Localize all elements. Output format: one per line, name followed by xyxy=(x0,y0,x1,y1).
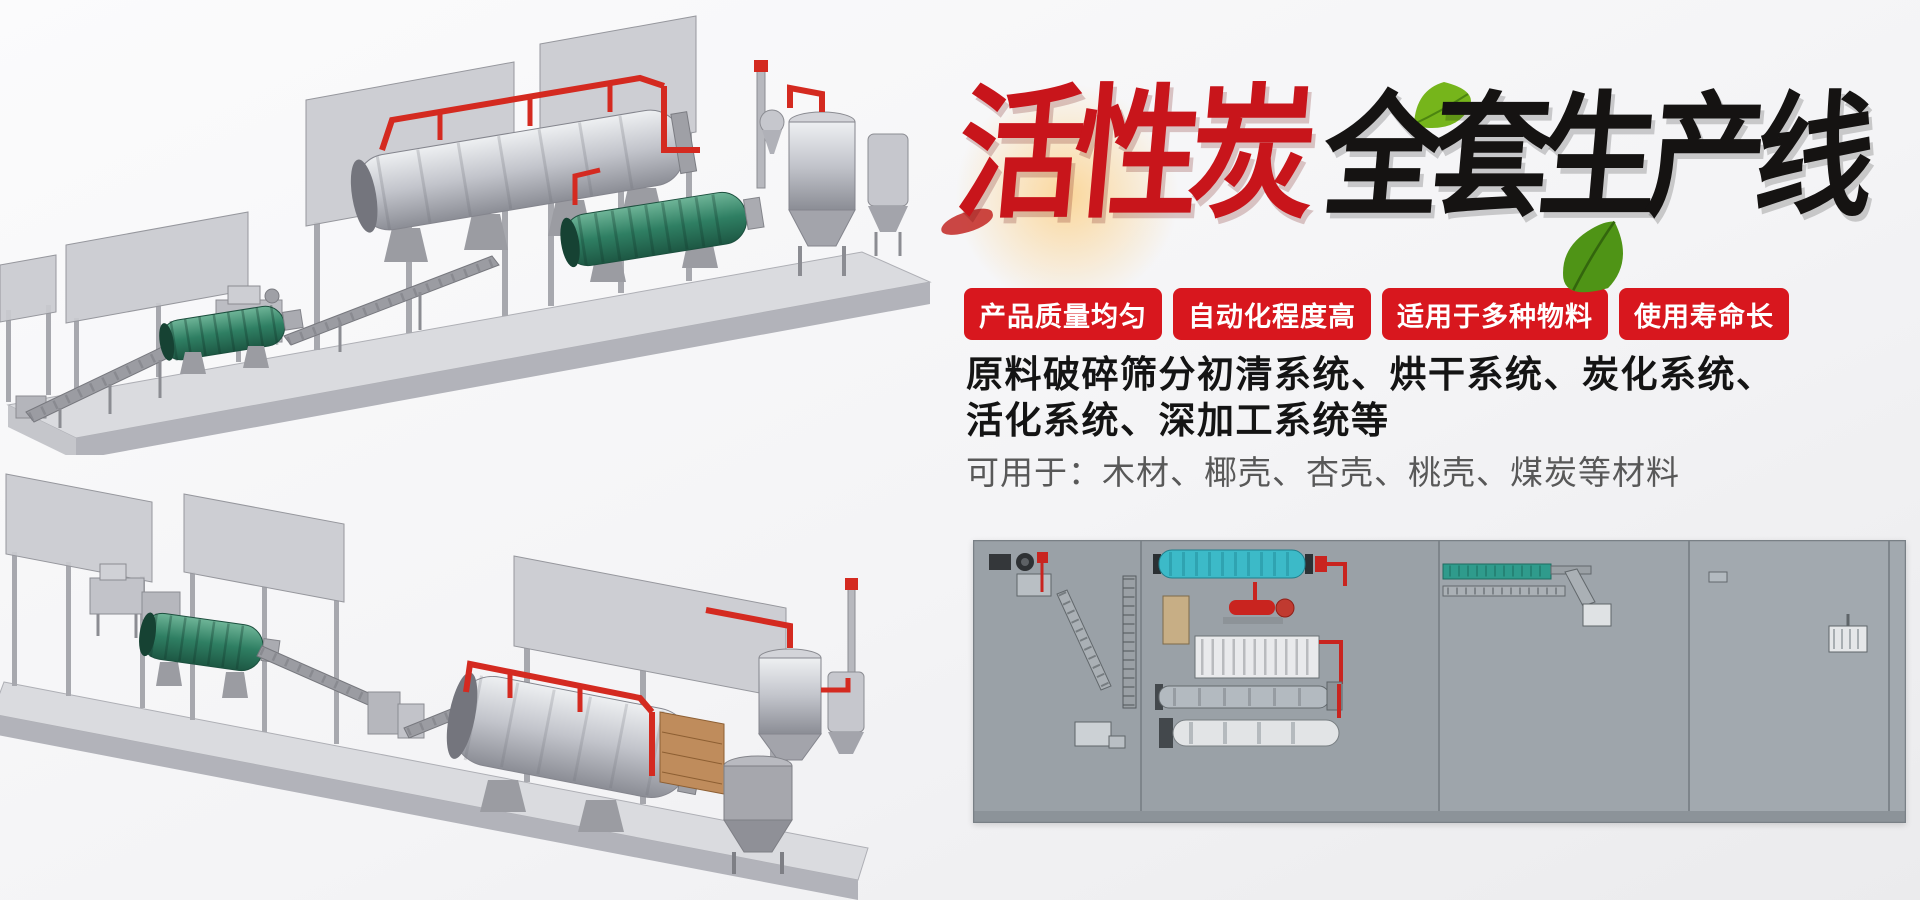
furnace-assembly xyxy=(754,60,909,276)
transfer-conveyor xyxy=(283,255,500,352)
title-black-text: 全套生产线 xyxy=(1317,82,1871,234)
render-3d-top xyxy=(0,15,932,455)
cooling-drum xyxy=(560,167,765,282)
schematic-elevator xyxy=(1122,575,1137,709)
rotary-drum-green xyxy=(139,612,281,698)
feed-hoppers xyxy=(89,563,181,638)
title-red-text: 活性炭 xyxy=(951,74,1314,235)
badge-automation: 自动化程度高 xyxy=(1173,288,1371,340)
feature-badges: 产品质量均匀 自动化程度高 适用于多种物料 使用寿命长 xyxy=(964,288,1789,340)
platform-slab xyxy=(0,681,869,900)
page-title: 活性炭全套生产线 xyxy=(912,40,1878,350)
description-line-1: 原料破碎筛分初清系统、烘干系统、炭化系统、 xyxy=(966,354,1775,395)
rotary-drum-green xyxy=(159,304,304,374)
red-piping xyxy=(463,660,655,776)
schematic-layout xyxy=(973,540,1906,823)
schematic-dryer-area xyxy=(1153,549,1347,748)
leaf-icon xyxy=(1413,82,1471,128)
furnace-tanks xyxy=(705,578,865,874)
leaf-icon xyxy=(1563,220,1623,293)
badge-quality: 产品质量均匀 xyxy=(964,288,1162,340)
schematic-packing-area xyxy=(1442,563,1612,627)
platform-slab xyxy=(6,251,932,455)
red-piping xyxy=(379,74,700,153)
schematic-storage-area xyxy=(1708,571,1868,653)
render-3d-bottom xyxy=(0,473,869,900)
brick-kiln xyxy=(659,711,725,795)
description-line-2: 活化系统、深加工系统等 xyxy=(966,400,1390,441)
screening-conveyor xyxy=(256,645,425,739)
description-line-3: 可用于：木材、椰壳、杏壳、桃壳、煤炭等材料 xyxy=(966,454,1680,491)
description: 原料破碎筛分初清系统、烘干系统、炭化系统、 活化系统、深加工系统等 可用于：木材… xyxy=(966,352,1775,493)
badge-materials: 适用于多种物料 xyxy=(1382,288,1608,340)
schematic-feed-area xyxy=(989,552,1126,749)
schematic-panel xyxy=(973,540,1906,823)
badge-lifespan: 使用寿命长 xyxy=(1619,288,1789,340)
